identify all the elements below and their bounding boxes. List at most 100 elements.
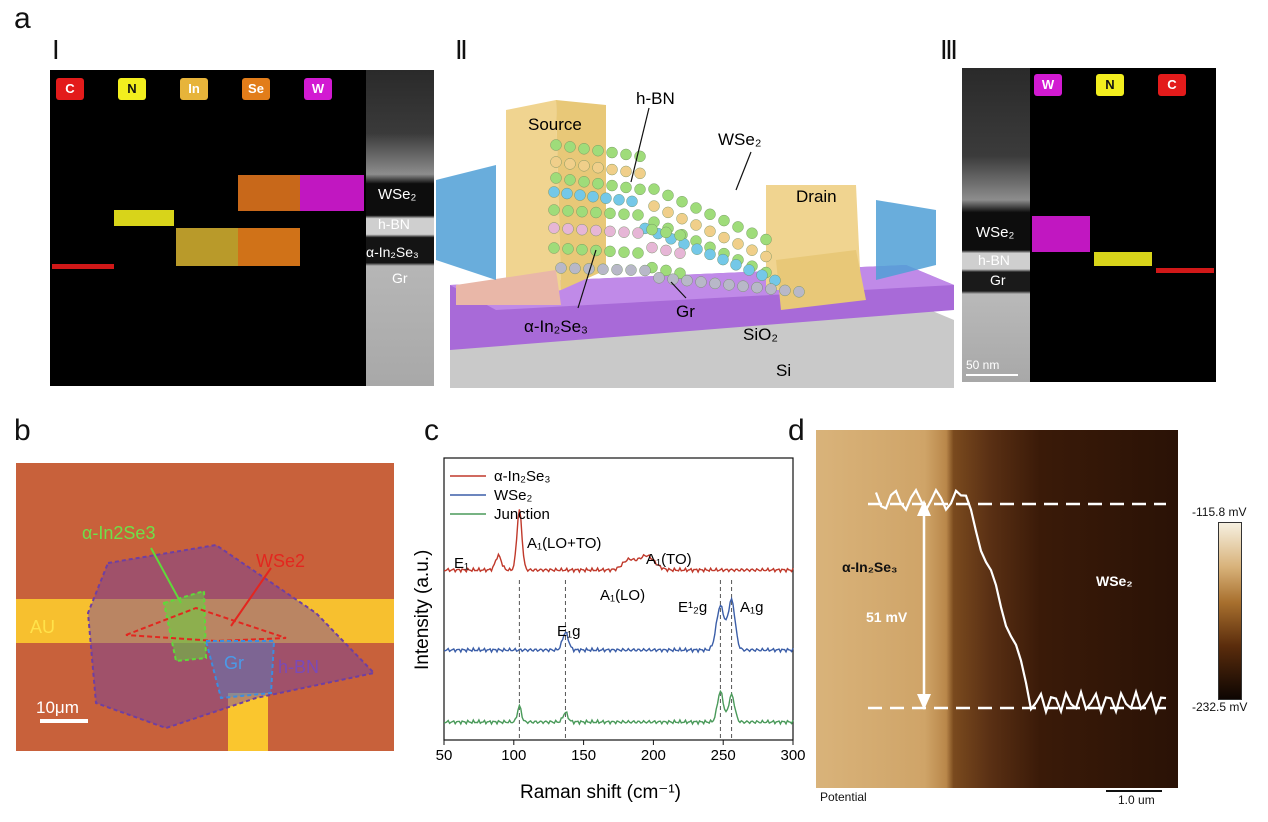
atom	[730, 259, 742, 271]
atom	[793, 286, 805, 298]
atom	[746, 244, 758, 256]
atom	[555, 262, 567, 274]
peak-label-e1: E₁	[454, 555, 469, 572]
atom	[691, 243, 703, 255]
device-source-label: Source	[528, 115, 582, 134]
atom	[578, 176, 590, 188]
peak-label-e12g: E¹₂g	[678, 599, 707, 616]
stem-right-scalebar	[966, 374, 1018, 376]
atom	[618, 208, 630, 220]
atom	[674, 229, 686, 241]
raman-ylabel: Intensity (a.u.)	[412, 550, 433, 670]
atom	[562, 205, 574, 217]
atom	[611, 263, 623, 276]
atom	[732, 221, 744, 233]
atom	[620, 148, 632, 161]
device-in2se3-label: α-In₂Se₃	[524, 317, 588, 336]
atom	[550, 156, 562, 168]
atom	[564, 174, 576, 186]
atom	[718, 214, 730, 227]
stem-left-in2se3: α-In₂Se₃	[366, 244, 419, 260]
x-tick-label: 100	[501, 747, 526, 764]
stem-image-right	[962, 68, 1030, 382]
atomic-layers	[548, 139, 805, 298]
atom	[695, 276, 707, 288]
atom	[760, 250, 772, 263]
atom	[576, 243, 588, 256]
atom	[590, 206, 602, 219]
atom	[704, 225, 716, 238]
raman-xlabel: Raman shift (cm⁻¹)	[520, 782, 681, 803]
kpfm-in2se3-label: α-In₂Se₃	[842, 559, 898, 575]
eds-band-c	[52, 264, 114, 269]
panel-letter-c: c	[424, 414, 439, 447]
peak-label-a1to: A₁(TO)	[646, 551, 692, 568]
peak-label-e1g: E₁g	[557, 623, 580, 640]
optical-wse2-label: WSe2	[256, 551, 305, 571]
atom	[690, 202, 702, 214]
atom	[620, 165, 632, 178]
optical-au-label: AU	[30, 617, 55, 637]
raman-series-line	[443, 509, 794, 574]
atom	[704, 208, 716, 221]
kpfm-scalebar	[1106, 790, 1162, 792]
atom	[676, 212, 688, 225]
eds-band-se-bottom	[238, 228, 300, 266]
optical-gr-label: Gr	[224, 653, 244, 673]
atom	[548, 204, 560, 216]
atom	[548, 186, 560, 198]
atom	[756, 269, 768, 281]
optical-hbn-label: h-BN	[278, 657, 319, 677]
atom	[620, 181, 632, 194]
atom	[548, 242, 560, 254]
atom	[626, 195, 638, 208]
kpfm-bottom-bar	[816, 788, 1178, 808]
atom	[746, 227, 758, 239]
atom	[662, 206, 674, 219]
x-tick-label: 150	[571, 747, 596, 764]
device-hbn-label: h-BN	[636, 89, 675, 108]
atom	[709, 277, 721, 290]
x-tick-label: 250	[711, 747, 736, 764]
stem-left-wse2: WSe₂	[378, 186, 417, 203]
atom	[718, 231, 730, 244]
element-tag-c: C	[1158, 74, 1186, 96]
raman-series-line	[443, 689, 794, 726]
atom	[660, 264, 672, 277]
stem-right-gr: Gr	[990, 272, 1006, 288]
eds-band-n	[114, 210, 174, 226]
device-schematic: Source h-BN WSe₂ Drain α-In₂Se₃ Gr SiO₂ …	[436, 80, 954, 388]
atom	[578, 143, 590, 155]
atom	[613, 194, 625, 206]
atom	[737, 280, 749, 292]
roman-three: Ⅲ	[940, 36, 958, 65]
panel-letter-a: a	[14, 2, 31, 35]
stem-image-left	[366, 70, 434, 386]
atom	[648, 183, 660, 195]
atom	[653, 272, 665, 284]
atom	[660, 244, 672, 257]
atom	[587, 190, 599, 203]
device-si-label: Si	[776, 361, 791, 380]
atom	[723, 279, 735, 291]
atom	[606, 179, 618, 192]
atom	[760, 233, 772, 246]
roman-two: Ⅱ	[455, 36, 468, 65]
atom	[564, 141, 576, 153]
raman-plot-frame	[443, 457, 794, 741]
atom	[604, 207, 616, 220]
element-tag-n: N	[118, 78, 146, 100]
atom	[604, 225, 616, 238]
atom	[634, 183, 646, 196]
atom	[576, 205, 588, 218]
atom	[648, 200, 660, 212]
element-tag-c: C	[56, 78, 84, 100]
eds-right-band-n	[1094, 252, 1152, 266]
eds-right-band-w	[1032, 216, 1090, 252]
device-drain-label: Drain	[796, 187, 837, 206]
eds-band-in	[176, 228, 238, 266]
atom	[590, 224, 602, 237]
atom	[632, 209, 644, 221]
kpfm-overlay: α-In₂Se₃ WSe₂ 51 mV	[842, 487, 1167, 716]
